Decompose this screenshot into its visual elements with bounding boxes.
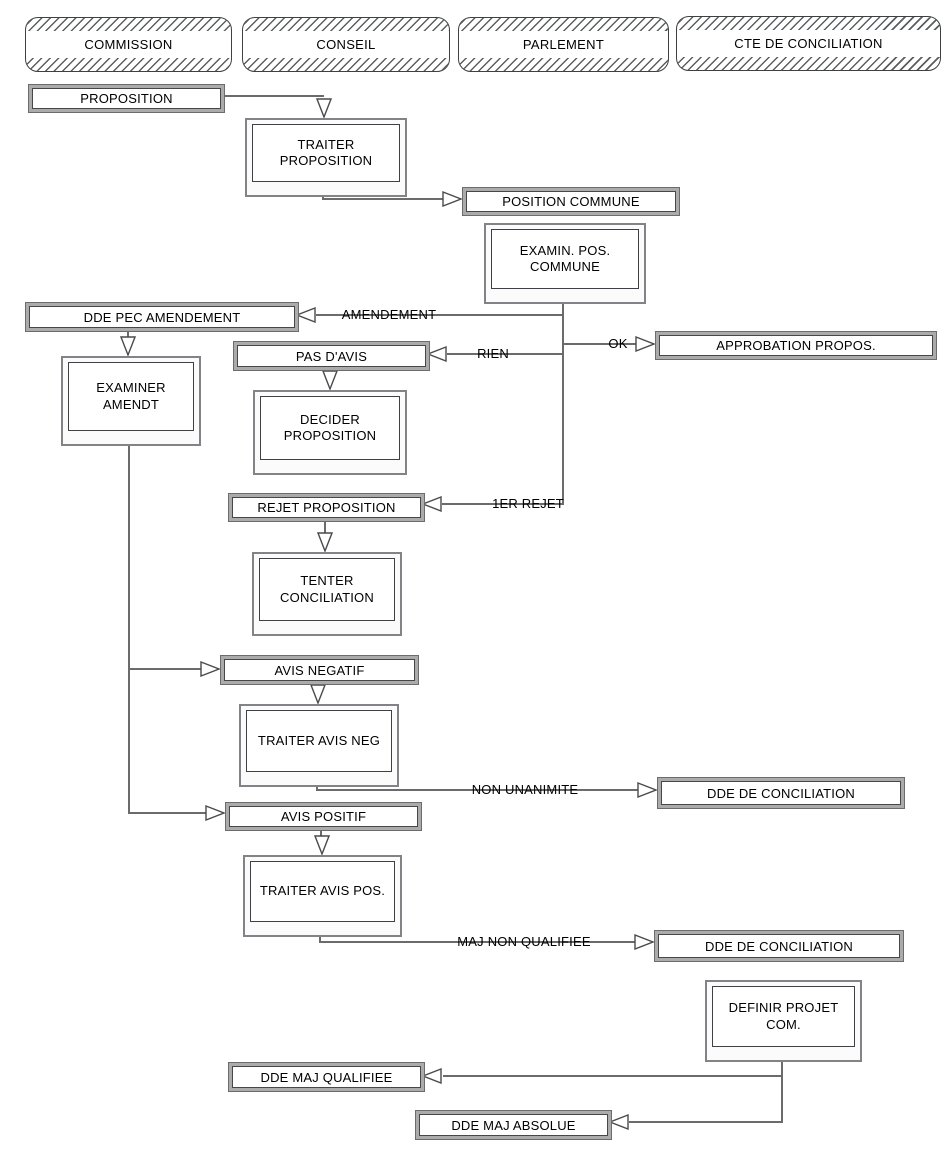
connector-line <box>223 95 324 97</box>
node-decider-proposition: DECIDER PROPOSITION <box>253 390 407 475</box>
edge-label-maj-non-qualifiee: MAJ NON QUALIFIEE <box>457 934 591 949</box>
connector-line <box>324 519 326 533</box>
connector-line <box>128 442 130 814</box>
node-label: TRAITER AVIS POS. <box>259 883 386 899</box>
node-label: DECIDER PROPOSITION <box>283 411 377 443</box>
node-traiter-avis-neg: TRAITER AVIS NEG <box>239 704 399 787</box>
edge-label-ok: OK <box>608 336 628 351</box>
node-label: DEFINIR PROJET COM. <box>728 1000 839 1032</box>
connector-line <box>319 941 636 943</box>
node-dde-pec-amendement: DDE PEC AMENDEMENT <box>25 302 299 332</box>
node-approbation-propos: APPROBATION PROPOS. <box>655 331 937 360</box>
arrowhead-left-icon <box>609 1114 629 1130</box>
edge-label-amendement: AMENDEMENT <box>341 307 437 322</box>
node-label: APPROBATION PROPOS. <box>716 338 876 353</box>
node-label: REJET PROPOSITION <box>257 500 396 515</box>
edge-label-rien: RIEN <box>477 346 509 361</box>
lane-label: CONSEIL <box>316 37 376 52</box>
arrowhead-left-icon <box>427 346 447 362</box>
node-label: DDE DE CONCILIATION <box>704 938 854 954</box>
node-label: TRAITER AVIS NEG <box>257 732 381 748</box>
node-label: TENTER CONCILIATION <box>280 573 374 605</box>
node-label: PROPOSITION <box>80 91 173 106</box>
arrowhead-left-icon <box>422 1068 442 1084</box>
node-label: EXAMIN. POS. COMMUNE <box>519 242 611 274</box>
arrowhead-right-icon <box>637 782 657 798</box>
lane-label: PARLEMENT <box>522 37 605 52</box>
node-dde-maj-absolue: DDE MAJ ABSOLUE <box>415 1110 612 1140</box>
connector-line <box>128 812 207 814</box>
node-traiter-avis-pos: TRAITER AVIS POS. <box>243 855 402 937</box>
connector-line <box>563 343 637 345</box>
arrowhead-down-icon <box>317 532 333 552</box>
node-dde-maj-qualifiee: DDE MAJ QUALIFIEE <box>228 1062 425 1092</box>
node-label: DDE DE CONCILIATION <box>706 785 856 801</box>
node-label: DDE MAJ QUALIFIEE <box>260 1069 393 1085</box>
node-avis-negatif: AVIS NEGATIF <box>220 655 419 685</box>
edge-label-non-unanimite: NON UNANIMITE <box>471 782 579 797</box>
lane-header-conseil: CONSEIL <box>242 17 450 72</box>
node-position-commune: POSITION COMMUNE <box>462 187 680 216</box>
node-label: AVIS POSITIF <box>280 809 367 824</box>
node-examiner-amendt: EXAMINER AMENDT <box>61 356 201 446</box>
node-label: TRAITER PROPOSITION <box>279 136 373 168</box>
connector-line <box>322 198 444 200</box>
node-label: PAS D'AVIS <box>295 348 368 364</box>
connector-line <box>316 789 639 791</box>
connector-line <box>443 1075 783 1077</box>
node-pas-davis: PAS D'AVIS <box>233 341 430 371</box>
connector-line <box>127 330 129 338</box>
arrowhead-down-icon <box>120 336 136 356</box>
node-proposition: PROPOSITION <box>28 84 225 113</box>
node-tenter-conciliation: TENTER CONCILIATION <box>252 552 402 636</box>
arrowhead-left-icon <box>296 307 316 323</box>
arrowhead-right-icon <box>205 805 225 821</box>
node-label: DDE MAJ ABSOLUE <box>451 1117 576 1133</box>
node-dde-de-conciliation-1: DDE DE CONCILIATION <box>657 777 905 809</box>
arrowhead-left-icon <box>422 496 442 512</box>
node-examin-pos-commune: EXAMIN. POS. COMMUNE <box>484 223 646 304</box>
node-label: POSITION COMMUNE <box>502 194 640 209</box>
connector-line <box>320 828 322 837</box>
arrowhead-down-icon <box>310 684 326 704</box>
lane-label: COMMISSION <box>84 37 173 52</box>
node-avis-positif: AVIS POSITIF <box>225 802 422 831</box>
connector-line <box>319 933 321 943</box>
connector-line <box>562 300 564 505</box>
arrowhead-right-icon <box>200 661 220 677</box>
arrowhead-right-icon <box>635 336 655 352</box>
node-label: AVIS NEGATIF <box>274 662 365 678</box>
connector-line <box>316 314 564 316</box>
connector-line <box>442 503 564 505</box>
arrowhead-down-icon <box>316 98 332 118</box>
lane-header-cte-conciliation: CTE DE CONCILIATION <box>676 16 941 71</box>
node-definir-projet-com: DEFINIR PROJET COM. <box>705 980 862 1062</box>
node-label: EXAMINER AMENDT <box>96 380 166 412</box>
connector-line <box>447 353 564 355</box>
arrowhead-right-icon <box>442 191 462 207</box>
node-dde-de-conciliation-2: DDE DE CONCILIATION <box>654 930 904 962</box>
node-traiter-proposition: TRAITER PROPOSITION <box>245 118 407 197</box>
connector-line <box>781 1058 783 1123</box>
node-rejet-proposition: REJET PROPOSITION <box>228 493 425 522</box>
arrowhead-right-icon <box>634 934 654 950</box>
connector-line <box>629 1121 783 1123</box>
connector-line <box>128 668 202 670</box>
node-label: DDE PEC AMENDEMENT <box>83 309 241 325</box>
arrowhead-down-icon <box>322 370 338 390</box>
edge-label-1er-rejet: 1ER REJET <box>492 496 564 511</box>
lane-label: CTE DE CONCILIATION <box>734 36 883 51</box>
arrowhead-down-icon <box>314 835 330 855</box>
lane-header-parlement: PARLEMENT <box>458 17 669 72</box>
lane-header-commission: COMMISSION <box>25 17 232 72</box>
